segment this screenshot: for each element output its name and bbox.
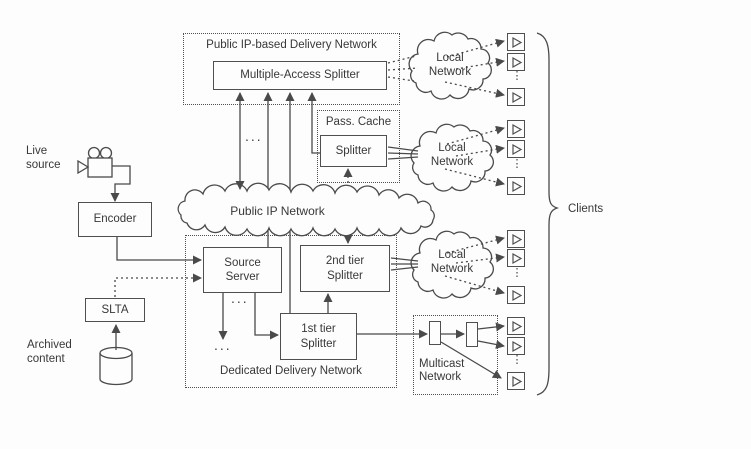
pass-cache-splitter-box: Splitter [320, 135, 387, 167]
multiple-access-splitter-label: Multiple-Access Splitter [240, 69, 360, 82]
source-server-label: Source [224, 256, 261, 269]
client-icon [507, 249, 525, 267]
ellipsis-source-server-1: ... [231, 290, 249, 306]
arrow-multicast-to-client-2 [477, 340, 505, 349]
client-icon [507, 286, 525, 304]
lines-tier2-to-local3 [390, 257, 419, 271]
tier1-label: 1st tier [301, 323, 336, 335]
client-icon [507, 88, 525, 106]
tier2-label: 2nd tier [325, 255, 365, 267]
arrow-encoder-to-source-server [116, 237, 202, 265]
clients-label: Clients [568, 203, 604, 215]
public-ip-network-label: Public IP Network [230, 204, 325, 218]
pass-cache-box [317, 110, 400, 183]
tier1-splitter-box: 1st tier Splitter [280, 313, 357, 360]
encoder-label: Encoder [93, 213, 137, 226]
arrow-camera-to-encoder [110, 165, 131, 202]
arrows-local1-to-clients [444, 38, 505, 98]
arrow-source-server-to-tier1 [254, 293, 279, 340]
client-icon [507, 140, 525, 158]
ellipsis-mas-arrows: ... [245, 128, 263, 144]
client-icon [507, 177, 525, 195]
slta-label: SLTA [101, 303, 129, 316]
arrows-local2-to-clients [444, 125, 505, 187]
ellipsis-source-server-2: ... [214, 337, 232, 353]
database-icon [99, 346, 133, 386]
pass-cache-title: Pass. Cache [325, 116, 392, 128]
arrow-multicast-to-client-1 [477, 322, 505, 332]
arrows-local3-to-clients [444, 235, 505, 296]
multicast-network-box [413, 315, 498, 395]
ellipsis-clients-2: ⋮ [511, 158, 523, 170]
multicast-router-2 [466, 322, 478, 347]
camera-icon [77, 146, 113, 178]
arrow-multicast-to-client-3 [440, 341, 502, 379]
multiple-access-splitter-box: Multiple-Access Splitter [213, 61, 387, 90]
ellipsis-clients-1: ⋮ [511, 70, 523, 82]
cloud-public-ip-network [177, 182, 435, 237]
main-connections [110, 32, 560, 396]
client-icon [507, 120, 525, 138]
public-delivery-network-title: Public IP-based Delivery Network [206, 39, 377, 51]
client-icon [507, 53, 525, 71]
clients-brace [536, 32, 560, 396]
public-delivery-network-box [183, 33, 400, 105]
encoder-box: Encoder [78, 202, 152, 237]
tier2-splitter-box: 2nd tier Splitter [300, 245, 390, 292]
client-icon [507, 337, 525, 355]
lines-mas-to-local1-dotted [387, 55, 419, 82]
pass-cache-splitter-label: Splitter [335, 144, 372, 157]
client-icon [507, 230, 525, 248]
client-icon [507, 33, 525, 51]
dedicated-delivery-network-box [185, 235, 397, 388]
lines-pass-splitter-to-local2 [387, 146, 419, 160]
clouds [177, 31, 495, 299]
dedicated-delivery-network-title: Dedicated Delivery Network [220, 365, 362, 377]
client-icon [507, 317, 525, 335]
ellipsis-clients-4: ⋮ [511, 354, 523, 366]
source-server-label-2: Server [225, 271, 260, 283]
tier1-label-2: Splitter [300, 337, 337, 350]
multicast-router-1 [429, 321, 441, 345]
arrow-slta-to-source-server-dotted [114, 273, 202, 297]
slta-box: SLTA [85, 298, 145, 322]
arrow-pass-splitter-to-mas [307, 92, 321, 154]
source-server-box: Source Server [203, 247, 282, 293]
client-icon [507, 372, 525, 390]
tier2-label-2: Splitter [327, 269, 363, 282]
ellipsis-clients-3: ⋮ [511, 267, 523, 279]
